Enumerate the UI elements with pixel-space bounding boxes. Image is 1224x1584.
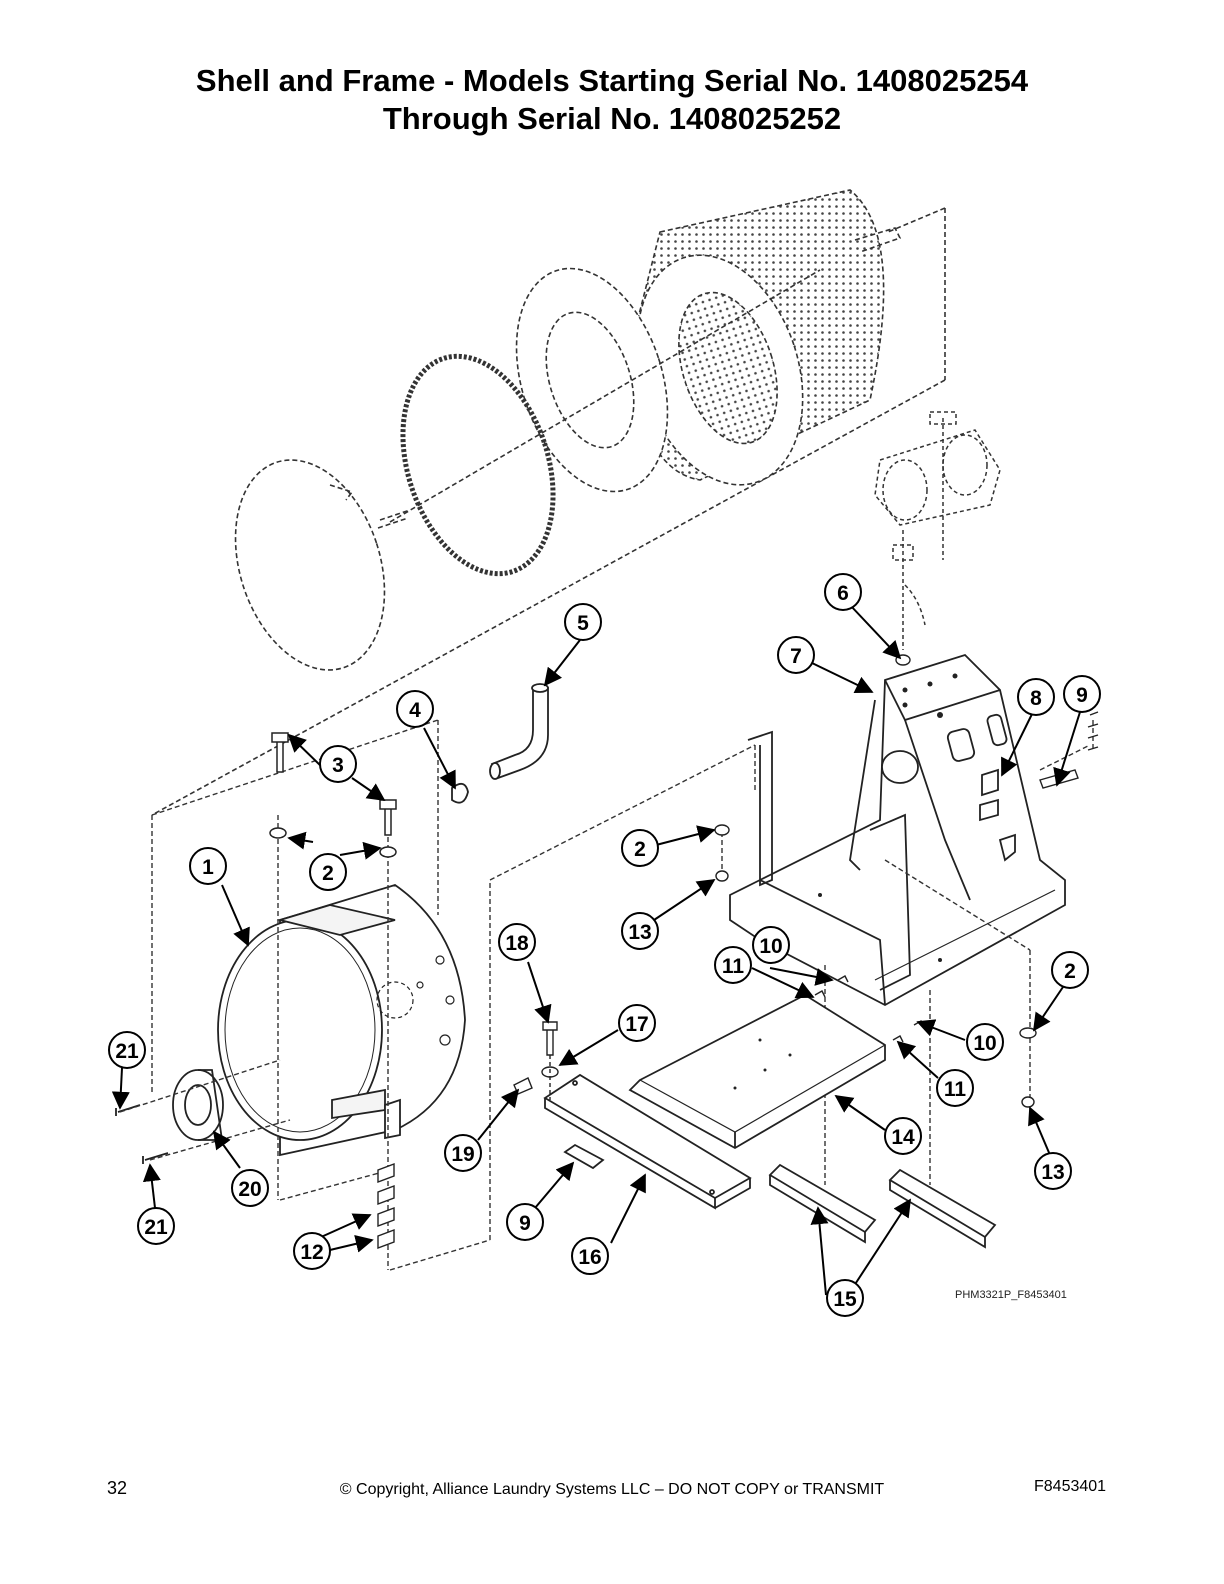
svg-text:2: 2 (634, 838, 646, 861)
figure-reference: PHM3321P_F8453401 (955, 1289, 1067, 1301)
leader-lines (111, 604, 1081, 1296)
drain-hose (451, 683, 549, 804)
callout-6: 6 (824, 573, 862, 611)
svg-text:15: 15 (833, 1288, 857, 1311)
callout-9b: 9 (506, 1203, 544, 1241)
svg-text:16: 16 (578, 1246, 601, 1269)
callout-14: 14 (884, 1117, 922, 1155)
tub-clips (377, 1162, 395, 1250)
callout-10b: 10 (966, 1023, 1004, 1061)
svg-text:3: 3 (332, 754, 344, 777)
bearing-flange (172, 1069, 224, 1141)
callout-2c: 2 (1051, 951, 1089, 989)
callout-18: 18 (498, 923, 536, 961)
callout-4: 4 (396, 690, 434, 728)
callout-9a: 9 (1063, 675, 1101, 713)
svg-text:6: 6 (837, 582, 849, 605)
svg-text:14: 14 (891, 1126, 915, 1149)
basket-assembly (151, 189, 946, 816)
svg-text:21: 21 (144, 1216, 168, 1239)
callout-3: 3 (319, 745, 357, 783)
page-number: 32 (107, 1478, 128, 1498)
callout-13b: 13 (1034, 1152, 1072, 1190)
clamp-ring (234, 459, 386, 671)
document-code: F8453401 (1034, 1478, 1107, 1495)
base-rail (543, 1073, 752, 1210)
callout-12: 12 (293, 1232, 331, 1270)
svg-text:10: 10 (759, 935, 782, 958)
callout-1: 1 (189, 847, 227, 885)
callout-2b: 2 (621, 829, 659, 867)
svg-text:11: 11 (722, 955, 745, 978)
svg-text:1: 1 (202, 856, 214, 879)
bearing-housing (874, 411, 1001, 650)
callout-19: 19 (444, 1134, 482, 1172)
callout-16: 16 (571, 1237, 609, 1275)
door-gasket-ring (400, 353, 556, 577)
copyright-notice: © Copyright, Alliance Laundry Systems LL… (339, 1481, 885, 1498)
svg-text:2: 2 (322, 862, 334, 885)
flange-bolt-lower (142, 1152, 169, 1164)
svg-text:2: 2 (1064, 960, 1076, 983)
svg-text:9: 9 (519, 1212, 531, 1235)
frame-label-plate (979, 768, 999, 822)
shell-alignment-lines (119, 719, 756, 1271)
svg-text:20: 20 (238, 1178, 261, 1201)
callout-17: 17 (618, 1004, 656, 1042)
svg-text:18: 18 (505, 932, 529, 955)
callout-13a: 13 (621, 912, 659, 950)
machine-frame (729, 653, 1066, 1007)
callout-11b: 11 (936, 1069, 974, 1107)
callout-11a: 11 (714, 946, 752, 984)
svg-text:11: 11 (944, 1078, 967, 1101)
callout-21a: 21 (108, 1031, 146, 1069)
svg-text:13: 13 (628, 921, 651, 944)
svg-text:19: 19 (451, 1143, 474, 1166)
hose-clamp (451, 782, 469, 804)
callout-15: 15 (826, 1279, 864, 1317)
svg-text:5: 5 (577, 612, 589, 635)
exploded-parts-diagram: PHM3321P_F8453401 1 2 2 2 3 4 (108, 189, 1101, 1317)
svg-text:7: 7 (790, 645, 802, 668)
callout-7: 7 (777, 636, 815, 674)
svg-text:13: 13 (1041, 1161, 1064, 1184)
svg-text:9: 9 (1076, 684, 1088, 707)
svg-text:4: 4 (409, 699, 421, 722)
base-pan (628, 993, 886, 1150)
callout-21b: 21 (137, 1207, 175, 1245)
svg-text:21: 21 (115, 1040, 139, 1063)
svg-text:8: 8 (1030, 687, 1042, 710)
page-title-line-1: Shell and Frame - Models Starting Serial… (195, 63, 1029, 98)
rail-fasteners (513, 1021, 559, 1100)
callout-2a: 2 (309, 853, 347, 891)
callout-20: 20 (231, 1169, 269, 1207)
callout-bubbles: 1 2 2 2 3 4 5 6 7 8 9 9 10 10 11 11 12 1… (108, 573, 1101, 1317)
callout-8: 8 (1017, 678, 1055, 716)
page-title-line-2: Through Serial No. 1408025252 (382, 101, 842, 136)
shell-bolts (269, 732, 397, 858)
callout-5: 5 (564, 603, 602, 641)
svg-text:17: 17 (625, 1013, 648, 1036)
callout-10a: 10 (752, 926, 790, 964)
svg-text:12: 12 (300, 1241, 323, 1264)
front-panel-plate (515, 267, 669, 493)
svg-text:10: 10 (973, 1032, 996, 1055)
outer-shell (115, 884, 466, 1164)
